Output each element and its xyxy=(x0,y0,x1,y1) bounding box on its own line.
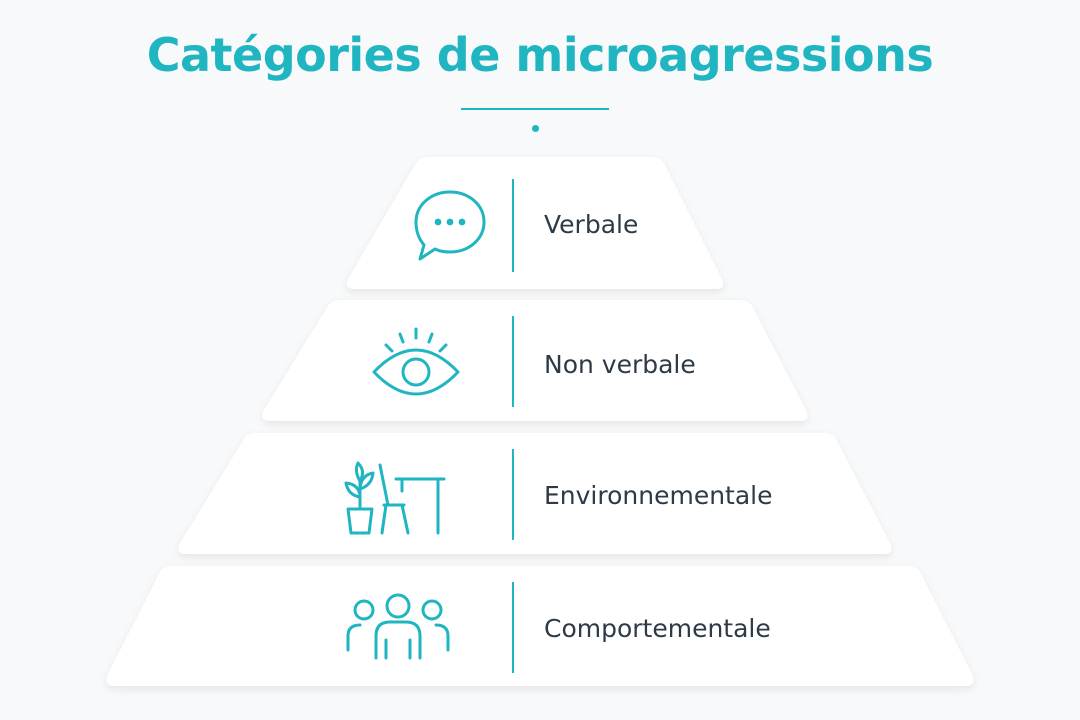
tier-verbale: Verbale xyxy=(0,157,1080,290)
group-people-icon xyxy=(342,590,454,670)
tier-divider xyxy=(512,316,514,407)
tier-divider xyxy=(512,449,514,540)
tier-label: Non verbale xyxy=(544,350,696,379)
speech-bubble-icon xyxy=(400,183,500,263)
tier-slab xyxy=(346,157,724,289)
tier-divider xyxy=(512,582,514,673)
plant-chair-desk-icon xyxy=(340,457,450,537)
tier-label: Verbale xyxy=(544,210,639,239)
title-dot xyxy=(532,125,539,132)
tier-slab xyxy=(262,300,808,421)
tier-divider xyxy=(512,179,514,272)
tier-label: Environnementale xyxy=(544,481,773,510)
tier-non-verbale: Non verbale xyxy=(0,300,1080,422)
eye-icon xyxy=(366,322,466,402)
tier-slab xyxy=(106,566,974,686)
tier-environnementale: Environnementale xyxy=(0,433,1080,555)
diagram-title: Catégories de microagressions xyxy=(146,28,934,82)
tier-label: Comportementale xyxy=(544,614,771,643)
tier-comportementale: Comportementale xyxy=(0,566,1080,688)
tier-slab xyxy=(178,433,892,554)
title-underline xyxy=(461,108,609,110)
